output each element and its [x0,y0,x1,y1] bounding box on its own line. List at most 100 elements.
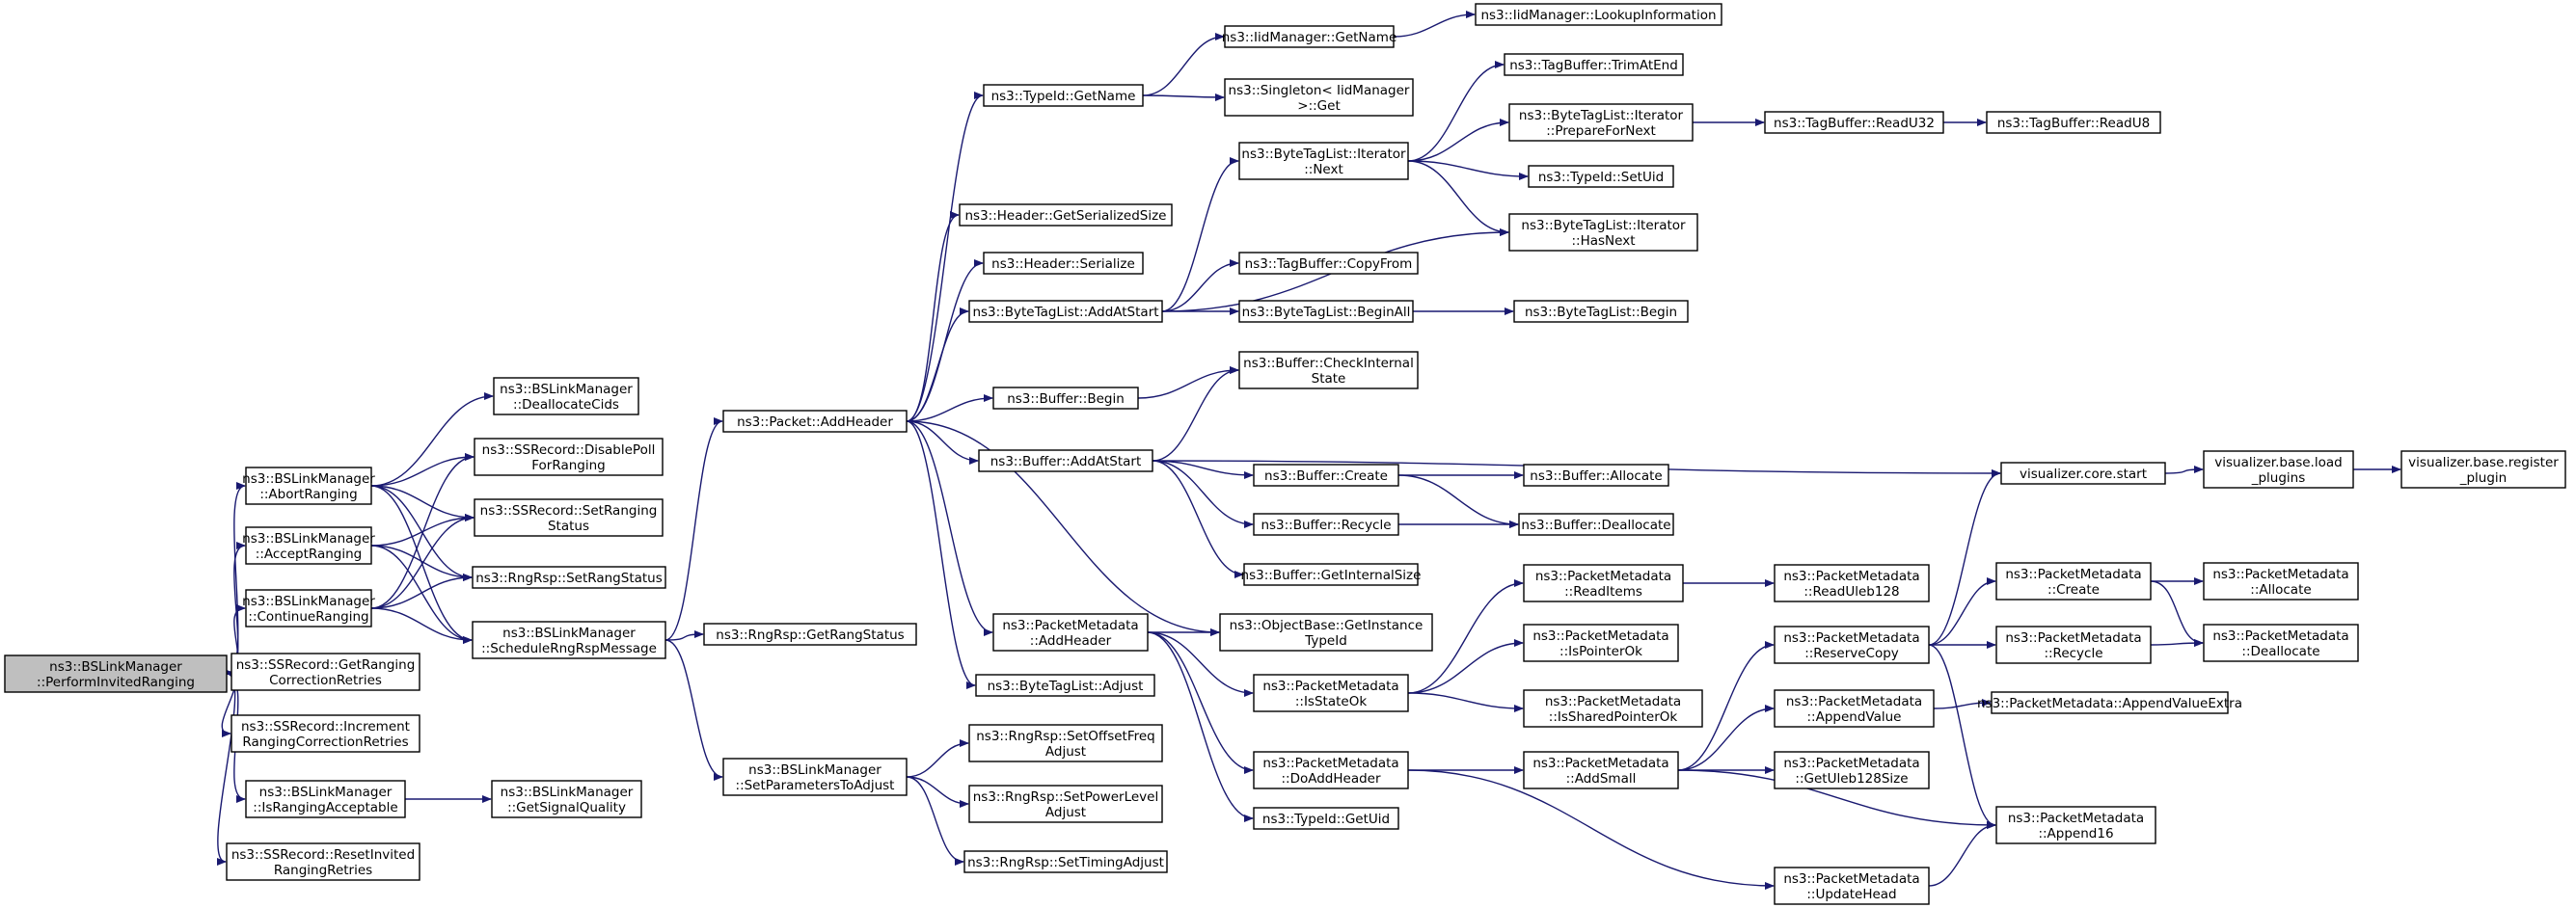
node-btlIterPrepare[interactable]: ns3::ByteTagList::Iterator::PrepareForNe… [1508,103,1694,142]
edge-pmReserveCopy-to-pmAppend16 [1928,644,1996,829]
node-pmCreate[interactable]: ns3::PacketMetadata::Create [1995,562,2152,601]
node-pmAddSmall[interactable]: ns3::PacketMetadata::AddSmall [1523,751,1679,789]
edge-pmAddSmall-to-pmAppend16 [1677,769,1996,829]
node-btlBeginAll[interactable]: ns3::ByteTagList::BeginAll [1238,300,1414,323]
node-typeIdGetUid[interactable]: ns3::TypeId::GetUid [1253,807,1399,830]
node-bufBegin[interactable]: ns3::Buffer::Begin [992,387,1139,410]
node-iidLookup[interactable]: ns3::IidManager::LookupInformation [1475,3,1722,26]
node-bufGetInternalSize[interactable]: ns3::Buffer::GetInternalSize [1241,563,1422,586]
node-vizCoreStart[interactable]: visualizer.core.start [2000,462,2166,485]
node-perform[interactable]: ns3::BSLinkManager::PerformInvitedRangin… [4,654,228,693]
node-pmIsStateOk[interactable]: ns3::PacketMetadata::IsStateOk [1253,674,1409,712]
node-box [493,377,639,415]
node-pmIsPointerOk[interactable]: ns3::PacketMetadata::IsPointerOk [1523,624,1679,662]
node-box [722,410,908,433]
node-pmReadItems[interactable]: ns3::PacketMetadata::ReadItems [1523,564,1684,602]
node-pmReadUleb128[interactable]: ns3::PacketMetadata::ReadUleb128 [1774,564,1930,602]
node-tbCopyFrom[interactable]: ns3::TagBuffer::CopyFrom [1238,252,1419,275]
node-box [1253,464,1399,487]
node-setParams[interactable]: ns3::BSLinkManager::SetParametersToAdjus… [722,758,908,796]
node-typeIdSetUid[interactable]: ns3::TypeId::SetUid [1528,165,1674,188]
node-box [1253,513,1399,536]
edge-continue-to-setRangStatus [370,574,473,609]
node-pmAddHeader[interactable]: ns3::PacketMetadata::AddHeader [992,613,1149,652]
node-setRangStatus[interactable]: ns3::RngRsp::SetRangStatus [472,566,666,589]
node-box [1253,674,1409,712]
node-incRangingCorr[interactable]: ns3::SSRecord::IncrementRangingCorrectio… [230,714,420,753]
node-btlBegin[interactable]: ns3::ByteTagList::Begin [1513,300,1689,323]
node-pmAppendValue[interactable]: ns3::PacketMetadata::AppendValue [1774,689,1935,728]
node-getRangingCorr[interactable]: ns3::SSRecord::GetRangingCorrectionRetri… [230,653,420,691]
node-label-line: RangingCorrectionRetries [242,734,408,750]
node-box [963,850,1168,873]
node-box [1774,689,1935,728]
node-tbReadU8[interactable]: ns3::TagBuffer::ReadU8 [1986,111,2161,134]
node-pmIsSharedPointerOk[interactable]: ns3::PacketMetadata::IsSharedPointerOk [1523,689,1703,728]
node-box [245,589,372,628]
node-getRangStatus[interactable]: ns3::RngRsp::GetRangStatus [703,623,917,646]
node-vizBaseRegister[interactable]: visualizer.base.register_plugin [2400,450,2566,489]
node-btlAdjust[interactable]: ns3::ByteTagList::Adjust [975,674,1155,697]
node-pmDoAddHeader[interactable]: ns3::PacketMetadata::DoAddHeader [1253,751,1409,789]
node-label-line: ns3::Buffer::GetInternalSize [1241,568,1422,583]
node-pmReserveCopy[interactable]: ns3::PacketMetadata::ReserveCopy [1774,626,1930,664]
node-deallocCids[interactable]: ns3::BSLinkManager::DeallocateCids [493,377,639,415]
node-label-line: ns3::ByteTagList::Iterator [1241,147,1406,162]
node-hdrSerialize[interactable]: ns3::Header::Serialize [983,252,1144,275]
node-resetInvited[interactable]: ns3::SSRecord::ResetInvitedRangingRetrie… [226,842,420,881]
node-pmGetUleb128Size[interactable]: ns3::PacketMetadata::GetUleb128Size [1774,751,1930,789]
node-bufRecycle[interactable]: ns3::Buffer::Recycle [1253,513,1399,536]
node-pmAllocate[interactable]: ns3::PacketMetadata::Allocate [2203,562,2359,601]
node-label-line: ::UpdateHead [1806,887,1896,902]
node-label-line: ns3::TagBuffer::CopyFrom [1245,256,1413,272]
node-box [1523,689,1703,728]
node-label-line: ns3::ByteTagList::Iterator [1521,218,1686,233]
node-tbReadU32[interactable]: ns3::TagBuffer::ReadU32 [1764,111,1944,134]
node-bufAllocate[interactable]: ns3::Buffer::Allocate [1523,464,1669,487]
edge-perform-to-abort [226,482,246,675]
node-bufAddAtStart[interactable]: ns3::Buffer::AddAtStart [978,449,1153,472]
node-tbTrimAtEnd[interactable]: ns3::TagBuffer::TrimAtEnd [1504,53,1684,76]
edge-accept-to-setRangStatus [370,545,473,581]
node-getSignalQ[interactable]: ns3::BSLinkManager::GetSignalQuality [491,780,642,818]
node-box [1518,513,1674,536]
node-pmDeallocate[interactable]: ns3::PacketMetadata::Deallocate [2203,624,2359,662]
node-bufDeallocate[interactable]: ns3::Buffer::Deallocate [1518,513,1674,536]
node-pmAppendValueExtra[interactable]: ns3::PacketMetadata::AppendValueExtra [1977,691,2242,714]
node-setTimingAdj[interactable]: ns3::RngRsp::SetTimingAdjust [963,850,1168,873]
node-singletonGet[interactable]: ns3::Singleton< IidManager>::Get [1224,78,1414,117]
edge-scheduleRng-to-getRangStatus [664,630,704,641]
node-btlIterNext[interactable]: ns3::ByteTagList::Iterator::Next [1238,142,1409,180]
node-pmRecycle[interactable]: ns3::PacketMetadata::Recycle [1995,626,2152,664]
node-addHeader[interactable]: ns3::Packet::AddHeader [722,410,908,433]
node-isRangingAcc[interactable]: ns3::BSLinkManager::IsRangingAcceptable [245,780,406,818]
node-scheduleRng[interactable]: ns3::BSLinkManager::ScheduleRngRspMessag… [472,621,666,659]
node-label-line: Adjust [1045,805,1086,820]
node-typeIdGetName[interactable]: ns3::TypeId::GetName [983,84,1144,107]
node-btlAddAtStart[interactable]: ns3::ByteTagList::AddAtStart [968,300,1163,323]
node-label-line: ns3::BSLinkManager [242,471,375,487]
node-abort[interactable]: ns3::BSLinkManager::AbortRanging [242,467,375,505]
node-bufCreate[interactable]: ns3::Buffer::Create [1253,464,1399,487]
node-continue[interactable]: ns3::BSLinkManager::ContinueRanging [242,589,375,628]
node-hdrGetSerSize[interactable]: ns3::Header::GetSerializedSize [959,203,1173,227]
node-iidGetName[interactable]: ns3::IidManager::GetName [1222,25,1397,48]
node-label-line: ns3::ByteTagList::BeginAll [1242,305,1411,320]
node-box [968,785,1163,823]
node-vizBaseLoad[interactable]: visualizer.base.load_plugins [2203,450,2354,489]
node-btlIterHasNext[interactable]: ns3::ByteTagList::Iterator::HasNext [1508,213,1698,252]
node-pmAppend16[interactable]: ns3::PacketMetadata::Append16 [1995,806,2156,844]
edge-pmAddHeader-to-typeIdGetUid [1147,631,1254,822]
node-label-line: ns3::PacketMetadata [1783,871,1919,887]
node-accept[interactable]: ns3::BSLinkManager::AcceptRanging [242,526,375,565]
node-box [959,203,1173,227]
node-pmUpdateHead[interactable]: ns3::PacketMetadata::UpdateHead [1774,867,1930,905]
node-label-line: ns3::ByteTagList::Adjust [988,679,1144,694]
node-box [722,758,908,796]
